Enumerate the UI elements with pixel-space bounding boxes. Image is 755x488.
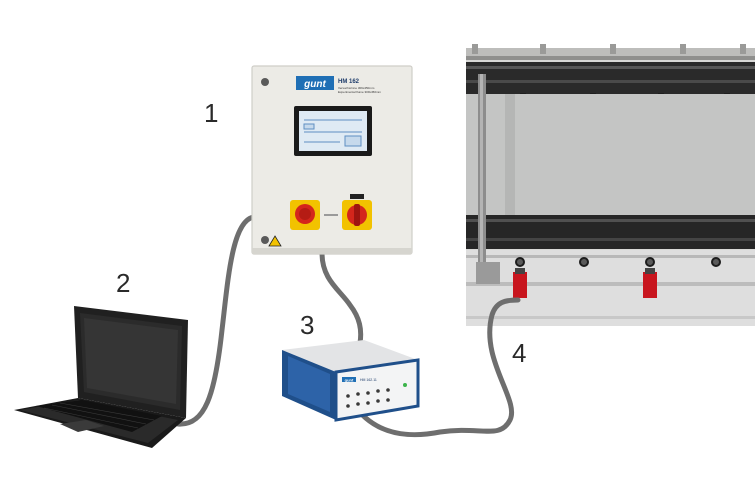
label-3: 3 — [300, 310, 314, 340]
cabinet-brand: gunt — [303, 79, 326, 90]
label-2: 2 — [116, 268, 130, 298]
cables — [175, 214, 521, 438]
gunt-logo-icon — [296, 76, 334, 90]
daq-model: HM 162.11 — [360, 378, 377, 382]
warning-icon — [268, 235, 282, 247]
cabinet-subtitle-1: Versuchsrinne 309x450mm — [338, 86, 375, 90]
flume-icon — [466, 44, 755, 326]
label-1: 1 — [204, 98, 218, 128]
emergency-stop-icon — [290, 200, 320, 230]
daq-box-icon: gunt HM 162.11 — [282, 340, 420, 422]
pressure-sensor-icon — [513, 268, 657, 298]
cabinet-model: HM 162 — [338, 79, 360, 85]
cabinet-icon: gunt HM 162 Versuchsrinne 309x450mm Expe… — [251, 65, 413, 255]
main-switch-icon — [342, 194, 372, 230]
cabinet-subtitle-2: Experimental flume 309x450mm — [338, 90, 382, 94]
daq-brand: gunt — [345, 377, 354, 382]
label-4: 4 — [512, 338, 526, 368]
laptop-icon — [14, 306, 188, 448]
